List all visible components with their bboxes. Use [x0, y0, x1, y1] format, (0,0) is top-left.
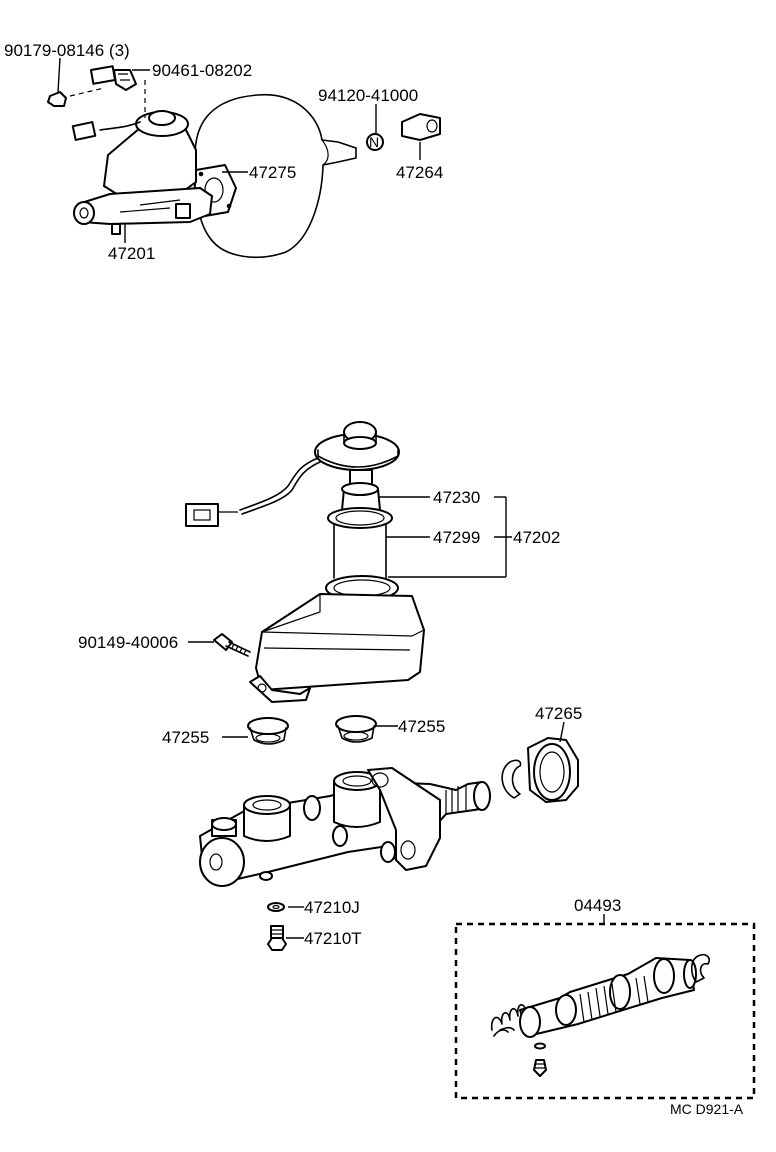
svg-text:N: N — [369, 134, 379, 150]
label-47210T: 47210T — [304, 929, 362, 948]
snap-ring-kit — [690, 953, 711, 983]
label-90461: 90461-08202 — [152, 61, 252, 80]
reference-code: MC D921-A — [670, 1101, 744, 1117]
spring — [490, 1004, 527, 1031]
grommet-47255-left — [247, 717, 289, 735]
repair-kit-box — [454, 922, 756, 1100]
clamp-90461 — [89, 65, 117, 85]
label-47265: 47265 — [535, 704, 582, 723]
reservoir-assembly — [185, 421, 425, 745]
sensor-connector — [185, 503, 219, 527]
label-47230: 47230 — [433, 488, 480, 507]
nut-90179 — [47, 91, 67, 107]
bleeder-parts — [267, 902, 287, 951]
label-47255-left: 47255 — [162, 728, 209, 747]
label-47201: 47201 — [108, 244, 155, 263]
seal-47265-group — [501, 737, 579, 803]
label-04493: 04493 — [574, 896, 621, 915]
clevis-47264 — [401, 113, 441, 141]
kit-bracket-47202 — [378, 496, 512, 578]
brake-booster-assembly: N — [47, 65, 441, 258]
reservoir-47202 — [255, 593, 425, 691]
piston-kit — [490, 953, 711, 1077]
label-94120: 94120-41000 — [318, 86, 418, 105]
grommet-47255-right — [335, 715, 377, 733]
label-47210J: 47210J — [304, 898, 360, 917]
top-leaders — [57, 57, 421, 243]
label-90179: 90179-08146 (3) — [4, 41, 130, 60]
washer-47210J — [267, 902, 285, 912]
nut-94120 — [366, 133, 384, 151]
brake-booster — [194, 94, 357, 258]
label-47275: 47275 — [249, 163, 296, 182]
bleeder-47210T — [267, 937, 287, 951]
label-90149: 90149-40006 — [78, 633, 178, 652]
master-cylinder-body — [199, 767, 491, 887]
label-47202: 47202 — [513, 528, 560, 547]
label-47255-right: 47255 — [398, 717, 445, 736]
cylinder-body-small — [77, 187, 213, 225]
label-47299: 47299 — [433, 528, 480, 547]
snap-ring-top — [501, 759, 522, 799]
label-47264: 47264 — [396, 163, 443, 182]
reservoir-small — [103, 127, 197, 197]
